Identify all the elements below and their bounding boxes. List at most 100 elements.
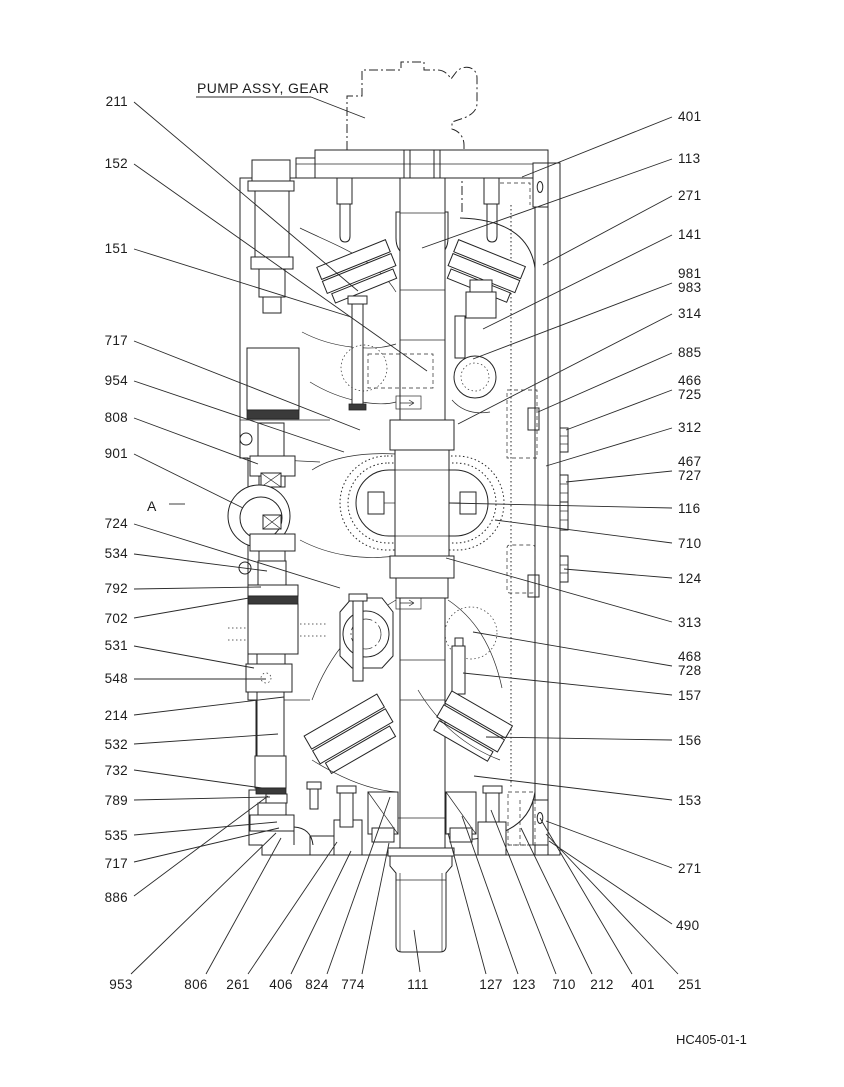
part-number-label: 710 bbox=[552, 977, 575, 992]
bearing-box-upper bbox=[260, 472, 282, 488]
callout-111: 111 bbox=[407, 929, 428, 992]
leader-line-901 bbox=[133, 453, 244, 509]
callout-954: 954 bbox=[105, 373, 345, 453]
part-number-label: 314 bbox=[678, 306, 702, 321]
part-number-label: 214 bbox=[105, 708, 129, 723]
part-number-label: 490 bbox=[676, 918, 699, 933]
leader-line-406 bbox=[290, 850, 352, 975]
part-number-label: 113 bbox=[678, 151, 700, 166]
callout-153: 153 bbox=[473, 775, 701, 808]
part-number-label: 111 bbox=[407, 977, 428, 992]
leader-line-156 bbox=[485, 736, 673, 741]
callout-789: 789 bbox=[105, 793, 271, 808]
leader-line-792 bbox=[133, 586, 262, 590]
leader-line-312 bbox=[545, 427, 673, 467]
part-number-label: 312 bbox=[678, 420, 701, 435]
leader-line-153 bbox=[473, 775, 673, 801]
callout-152: 152 bbox=[105, 156, 428, 372]
leader-line-467 bbox=[565, 470, 673, 483]
leader-line-808 bbox=[133, 417, 259, 465]
part-number-label: 725 bbox=[678, 387, 701, 402]
callout-401: 401 bbox=[521, 109, 701, 178]
part-number-label: 808 bbox=[105, 410, 128, 425]
callout-724: 724 bbox=[105, 516, 341, 589]
leader-line-212 bbox=[520, 827, 593, 975]
leader-line-116 bbox=[448, 502, 673, 509]
part-number-label: 728 bbox=[678, 663, 701, 678]
part-number-label: 271 bbox=[678, 188, 701, 203]
part-number-label: 702 bbox=[105, 611, 128, 626]
part-number-label: 724 bbox=[105, 516, 129, 531]
part-number-label: 271 bbox=[678, 861, 701, 876]
pump-assembly-cross-section bbox=[227, 61, 569, 953]
lower-left-stack bbox=[245, 560, 322, 846]
part-number-label: 124 bbox=[678, 571, 702, 586]
callout-271: 271 bbox=[545, 820, 701, 876]
leader-line-271 bbox=[545, 820, 673, 869]
callout-885: 885 bbox=[537, 345, 701, 413]
callout-490: 490 bbox=[548, 840, 699, 933]
part-number-label: 212 bbox=[590, 977, 613, 992]
doc-code: HC405-01-1 bbox=[676, 1032, 747, 1047]
leader-line-717 bbox=[133, 827, 280, 863]
output-shaft bbox=[387, 847, 455, 953]
part-number-label: 953 bbox=[109, 977, 132, 992]
part-number-label: 532 bbox=[105, 737, 128, 752]
leader-line-981 bbox=[472, 282, 673, 360]
callout-212: 212 bbox=[520, 827, 613, 992]
part-number-label: 792 bbox=[105, 581, 128, 596]
callout-123: 123 bbox=[461, 815, 535, 992]
callout-548: 548 bbox=[105, 671, 266, 686]
part-number-label: 983 bbox=[678, 280, 701, 295]
callout-157: 157 bbox=[462, 672, 701, 703]
leader-line-127 bbox=[447, 832, 487, 975]
section-marker-group: A bbox=[147, 498, 185, 514]
part-number-label: 717 bbox=[105, 856, 128, 871]
callout-532: 532 bbox=[105, 733, 279, 752]
callout-953: 953 bbox=[109, 832, 277, 992]
diagram-title: PUMP ASSY, GEAR bbox=[197, 80, 329, 96]
part-number-label: 885 bbox=[678, 345, 701, 360]
callout-808: 808 bbox=[105, 410, 259, 465]
part-number-label: 466 bbox=[678, 373, 701, 388]
part-number-label: 401 bbox=[631, 977, 654, 992]
callout-113: 113 bbox=[421, 151, 700, 249]
leader-line-724 bbox=[133, 523, 341, 589]
part-number-label: 535 bbox=[105, 828, 128, 843]
racetrack-coupling bbox=[339, 419, 505, 599]
leader-line-774 bbox=[361, 842, 390, 975]
callout-261: 261 bbox=[226, 841, 338, 992]
leader-line-953 bbox=[130, 832, 277, 975]
callout-151: 151 bbox=[105, 241, 352, 318]
callout-116: 116 bbox=[448, 501, 700, 516]
part-number-label: 152 bbox=[105, 156, 128, 171]
leader-line-885 bbox=[537, 352, 673, 413]
leader-line-111 bbox=[413, 929, 421, 973]
callout-124: 124 bbox=[563, 568, 702, 586]
part-number-label: 732 bbox=[105, 763, 128, 778]
leader-line-466 bbox=[565, 389, 673, 431]
callout-774: 774 bbox=[341, 842, 390, 992]
part-number-label: 211 bbox=[106, 94, 128, 109]
part-number-label: 116 bbox=[678, 501, 700, 516]
part-number-label: 806 bbox=[184, 977, 207, 992]
callout-717: 717 bbox=[105, 827, 280, 871]
callout-271: 271 bbox=[542, 188, 701, 266]
leader-line-211 bbox=[133, 101, 359, 292]
leader-line-886 bbox=[133, 795, 269, 897]
part-number-label: 981 bbox=[678, 266, 701, 281]
bearing-box-eye bbox=[262, 514, 282, 530]
part-number-label: 401 bbox=[678, 109, 701, 124]
callout-806: 806 bbox=[184, 837, 282, 992]
part-number-label: 886 bbox=[105, 890, 128, 905]
part-number-label: 710 bbox=[678, 536, 701, 551]
part-number-label: 774 bbox=[341, 977, 365, 992]
part-number-label: 901 bbox=[105, 446, 128, 461]
part-number-label: 251 bbox=[678, 977, 701, 992]
leader-line-261 bbox=[247, 841, 338, 975]
part-number-label: 127 bbox=[479, 977, 502, 992]
